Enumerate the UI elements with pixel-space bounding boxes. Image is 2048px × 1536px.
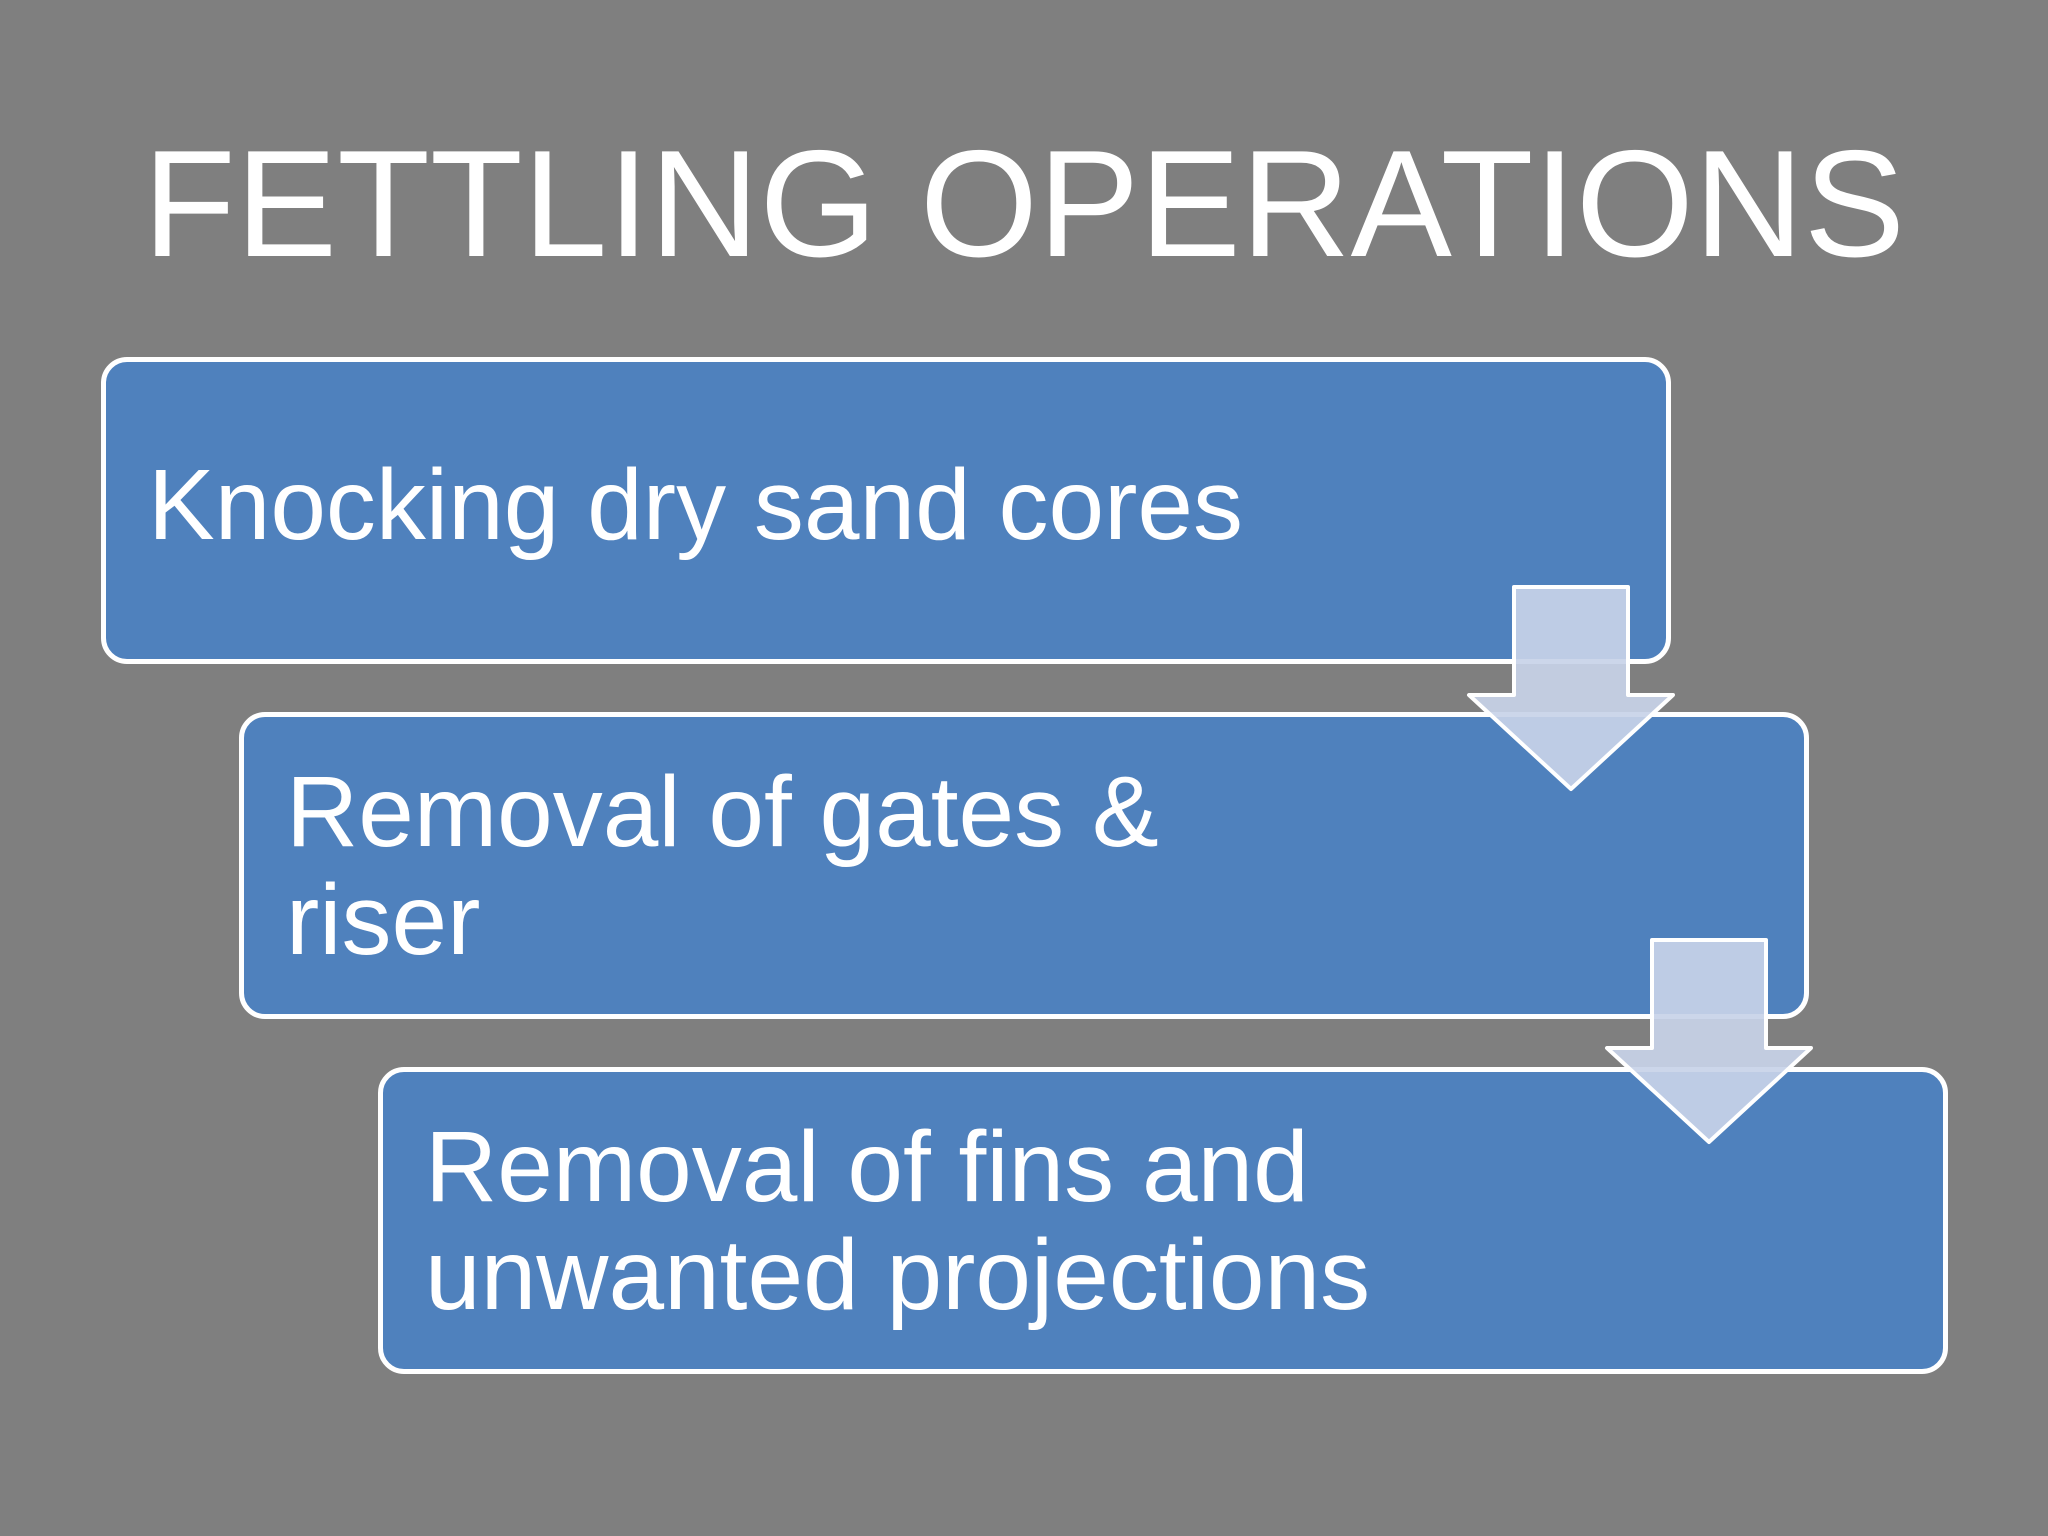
down-arrow-icon [1605, 938, 1813, 1144]
slide-title: FETTLING OPERATIONS [142, 119, 1906, 289]
down-arrow-icon [1467, 585, 1675, 791]
step-label: Removal of fins and unwanted projections [425, 1110, 1371, 1331]
step-label: Knocking dry sand cores [148, 448, 1244, 561]
step-label: Removal of gates & riser [286, 755, 1159, 976]
step-box-knocking-cores: Knocking dry sand cores [101, 357, 1671, 664]
